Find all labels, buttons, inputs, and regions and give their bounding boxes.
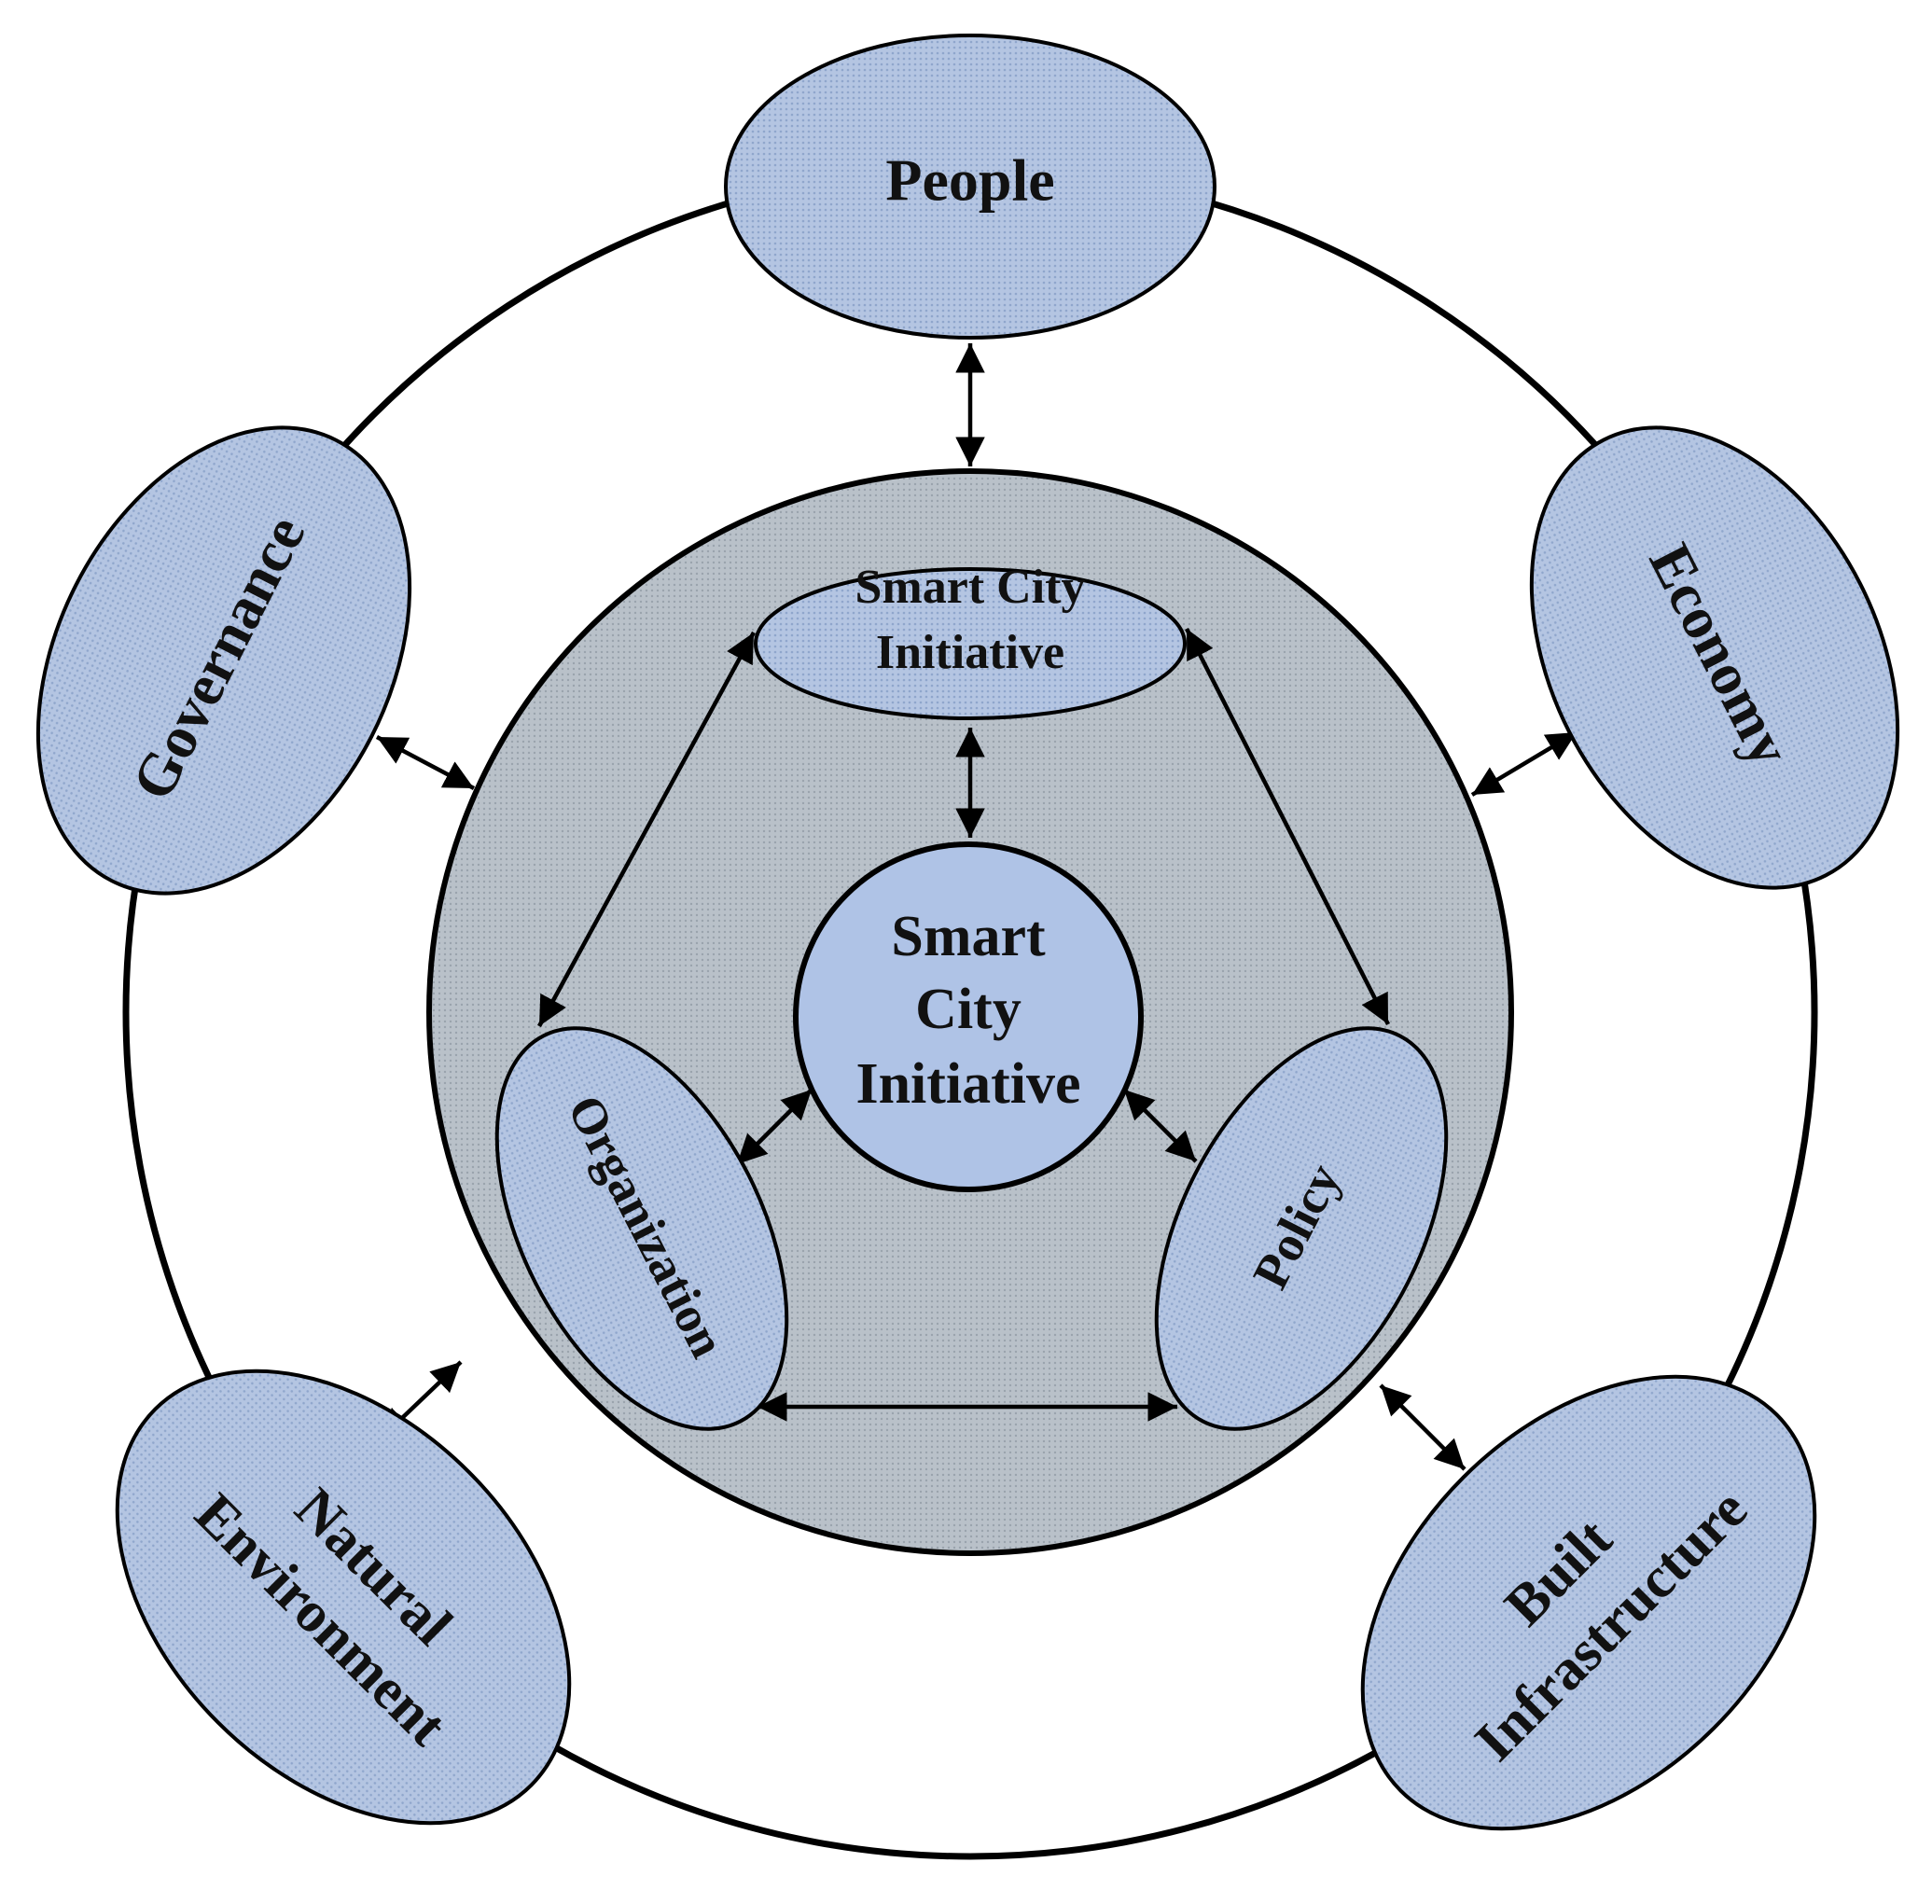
center-line-1: Smart — [891, 905, 1046, 968]
arrow-economy-core — [1470, 730, 1578, 797]
outer-node-governance: Governance — [35, 425, 412, 896]
inner-arrows — [537, 627, 1391, 1422]
center-line-2: City — [915, 978, 1022, 1041]
inner-initiative-line-2: Initiative — [876, 626, 1064, 679]
center-line-3: Initiative — [855, 1052, 1080, 1116]
outer-node-economy: Economy — [1529, 425, 1900, 890]
inner-initiative-line-1: Smart City — [855, 561, 1086, 614]
inner-node-policy: Policy — [1154, 1026, 1449, 1431]
arrow-infrastructure-core — [1379, 1383, 1466, 1471]
inner-node-organization: Organization — [494, 1026, 789, 1431]
outer-node-natural-environment: Natural Environment — [115, 1369, 572, 1826]
center-node: Smart City Initiative — [793, 841, 1144, 1192]
arrow-center-organization — [735, 1088, 813, 1166]
outer-arrows — [375, 343, 1578, 1471]
outer-node-people: People — [724, 34, 1216, 340]
arrow-initiative-organization — [537, 631, 756, 1028]
arrow-governance-core — [375, 735, 476, 790]
arrow-center-policy — [1122, 1088, 1198, 1163]
outer-node-built-infrastructure: Built Infrastructure — [1360, 1374, 1817, 1831]
people-label: People — [885, 147, 1054, 214]
arrow-initiative-policy — [1184, 627, 1391, 1026]
inner-node-initiative: Smart City Initiative — [754, 561, 1187, 720]
